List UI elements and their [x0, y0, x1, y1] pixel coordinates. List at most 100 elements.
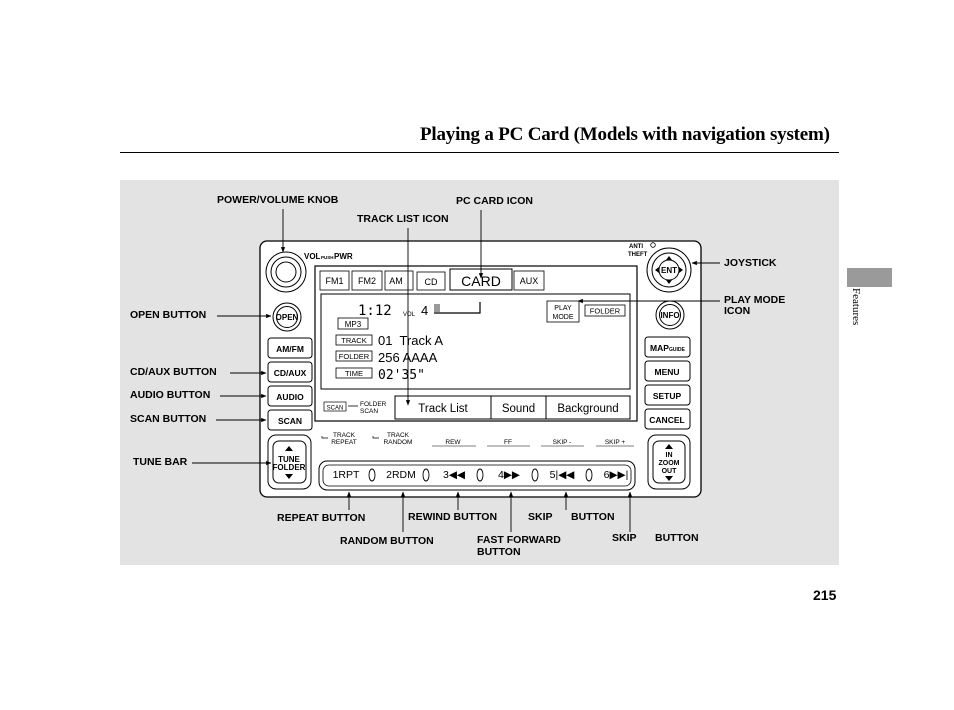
anti-theft-led: [650, 242, 656, 248]
callout-fast-forward: FAST FORWARD: [477, 534, 561, 546]
callout-cd-aux-button: CD/AUX BUTTON: [130, 366, 217, 378]
callout-tune-bar: TUNE BAR: [133, 456, 188, 468]
zoom-in-label: IN: [666, 452, 673, 459]
zoom-out-icon: [665, 476, 673, 481]
mp3-label: MP3: [345, 320, 362, 329]
open-button[interactable]: [272, 302, 302, 332]
play-mode-icon: [546, 300, 580, 323]
joystick[interactable]: [646, 247, 692, 293]
callout-play-mode-icon-line2: ICON: [724, 305, 751, 317]
folder-label: FOLDER: [273, 463, 306, 472]
tab-cd-label: CD: [425, 277, 438, 287]
page-title: Playing a PC Card (Models with navigatio…: [420, 124, 830, 145]
strip-label: TRACK: [333, 432, 356, 439]
strip-label: SKIP -: [553, 439, 572, 446]
callout-button-b: BUTTON: [655, 532, 699, 544]
tab-cd[interactable]: CD: [416, 271, 446, 291]
track-value: 01 Track A: [378, 333, 443, 348]
pwr-label: PWR: [334, 252, 353, 261]
info-label: INFO: [660, 311, 679, 320]
callout-fast-forward-line2: BUTTON: [477, 546, 521, 558]
joystick-left-icon: [655, 267, 659, 273]
sound-label: Sound: [502, 403, 535, 415]
callout-random-button: RANDOM BUTTON: [340, 535, 434, 547]
anti-theft-label-1: ANTI: [629, 244, 643, 250]
scan-button[interactable]: SCAN: [267, 409, 313, 431]
callout-track-list-icon: TRACK LIST ICON: [357, 213, 449, 225]
power-volume-knob[interactable]: [265, 251, 307, 293]
page-number: 215: [813, 587, 837, 603]
folder-scan-label-2: SCAN: [360, 408, 378, 415]
strip-label: REPEAT: [331, 439, 357, 446]
sound-button[interactable]: Sound: [490, 395, 547, 420]
menu-button[interactable]: MENU: [644, 360, 691, 382]
guide-label: GUIDE: [669, 347, 686, 353]
callout-repeat-button: REPEAT BUTTON: [277, 512, 366, 524]
zoom-bar[interactable]: [647, 434, 691, 490]
mp3-badge: [337, 317, 369, 330]
track-list-label: Track List: [418, 403, 468, 415]
background-button[interactable]: Background: [545, 395, 631, 420]
info-button[interactable]: [655, 300, 685, 330]
preset-divider: [531, 468, 539, 482]
preset-6-skip-forward-button[interactable]: 6▶▶|: [604, 469, 629, 481]
callout-skip-a: SKIP: [528, 511, 553, 523]
track-tag: [335, 334, 373, 346]
callout-power-volume-knob: POWER/VOLUME KNOB: [217, 194, 339, 206]
callout-open-button: OPEN BUTTON: [130, 309, 207, 321]
am-fm-label: AM/FM: [276, 344, 304, 354]
scan-label: SCAN: [278, 416, 302, 426]
play-mode-label-2: MODE: [553, 314, 574, 321]
audio-button[interactable]: AUDIO: [267, 385, 313, 407]
tab-fm2-label: FM2: [358, 276, 376, 286]
tab-aux[interactable]: AUX: [513, 270, 545, 291]
strip-label: FF: [504, 439, 512, 446]
callout-audio-button: AUDIO BUTTON: [130, 389, 211, 401]
preset-2-random-button[interactable]: 2RDM: [386, 469, 416, 481]
play-mode-value: FOLDER: [590, 307, 621, 316]
joystick-up-icon: [666, 256, 672, 260]
callout-button-a: BUTTON: [571, 511, 615, 523]
diagram-panel: VOL PUSH PWR OPEN AM/FM CD/AUX AUDIO SCA…: [120, 180, 839, 565]
strip-bracket: [321, 436, 328, 439]
tab-am-label: AM: [389, 276, 403, 286]
ent-label: ENT: [661, 266, 677, 275]
preset-1-repeat-button[interactable]: 1RPT: [333, 469, 360, 481]
section-label: Features: [850, 288, 862, 326]
tab-fm2[interactable]: FM2: [351, 270, 383, 291]
tab-card[interactable]: CARD: [449, 268, 513, 291]
tab-am[interactable]: AM: [384, 270, 414, 291]
time-tag: [335, 367, 373, 379]
scan-indicator: [323, 401, 347, 412]
preset-5-skip-back-button[interactable]: 5|◀◀: [550, 469, 576, 481]
track-tag-label: TRACK: [341, 336, 366, 345]
preset-3-rewind-button[interactable]: 3◀◀: [443, 469, 466, 481]
folder-tag: [335, 350, 373, 362]
callout-rewind-button: REWIND BUTTON: [408, 511, 498, 523]
preset-4-fast-forward-button[interactable]: 4▶▶: [498, 469, 521, 481]
cd-aux-button[interactable]: CD/AUX: [267, 361, 313, 383]
tune-label: TUNE: [278, 455, 300, 464]
time-value: 02'35": [378, 368, 425, 383]
folder-tag-label: FOLDER: [339, 352, 370, 361]
zoom-label: ZOOM: [659, 460, 680, 467]
track-list-button[interactable]: Track List: [394, 395, 492, 420]
audio-label: AUDIO: [276, 392, 304, 402]
tune-down-icon: [285, 474, 293, 479]
menu-label: MENU: [654, 367, 679, 377]
open-label: OPEN: [276, 313, 299, 322]
title-rule: [120, 152, 839, 153]
tune-up-icon: [285, 446, 293, 451]
setup-label: SETUP: [653, 391, 682, 401]
joystick-right-icon: [679, 267, 683, 273]
volume-label: VOL: [403, 312, 416, 318]
am-fm-button[interactable]: AM/FM: [267, 337, 313, 359]
audio-unit-diagram: VOL PUSH PWR OPEN AM/FM CD/AUX AUDIO SCA…: [192, 209, 720, 532]
tab-aux-label: AUX: [520, 276, 539, 286]
map-guide-button[interactable]: MAP GUIDE: [644, 336, 691, 358]
preset-divider: [368, 468, 376, 482]
tab-fm1[interactable]: FM1: [319, 270, 350, 291]
volume-bar: [434, 302, 481, 314]
setup-button[interactable]: SETUP: [644, 384, 691, 406]
cancel-button[interactable]: CANCEL: [644, 408, 691, 430]
